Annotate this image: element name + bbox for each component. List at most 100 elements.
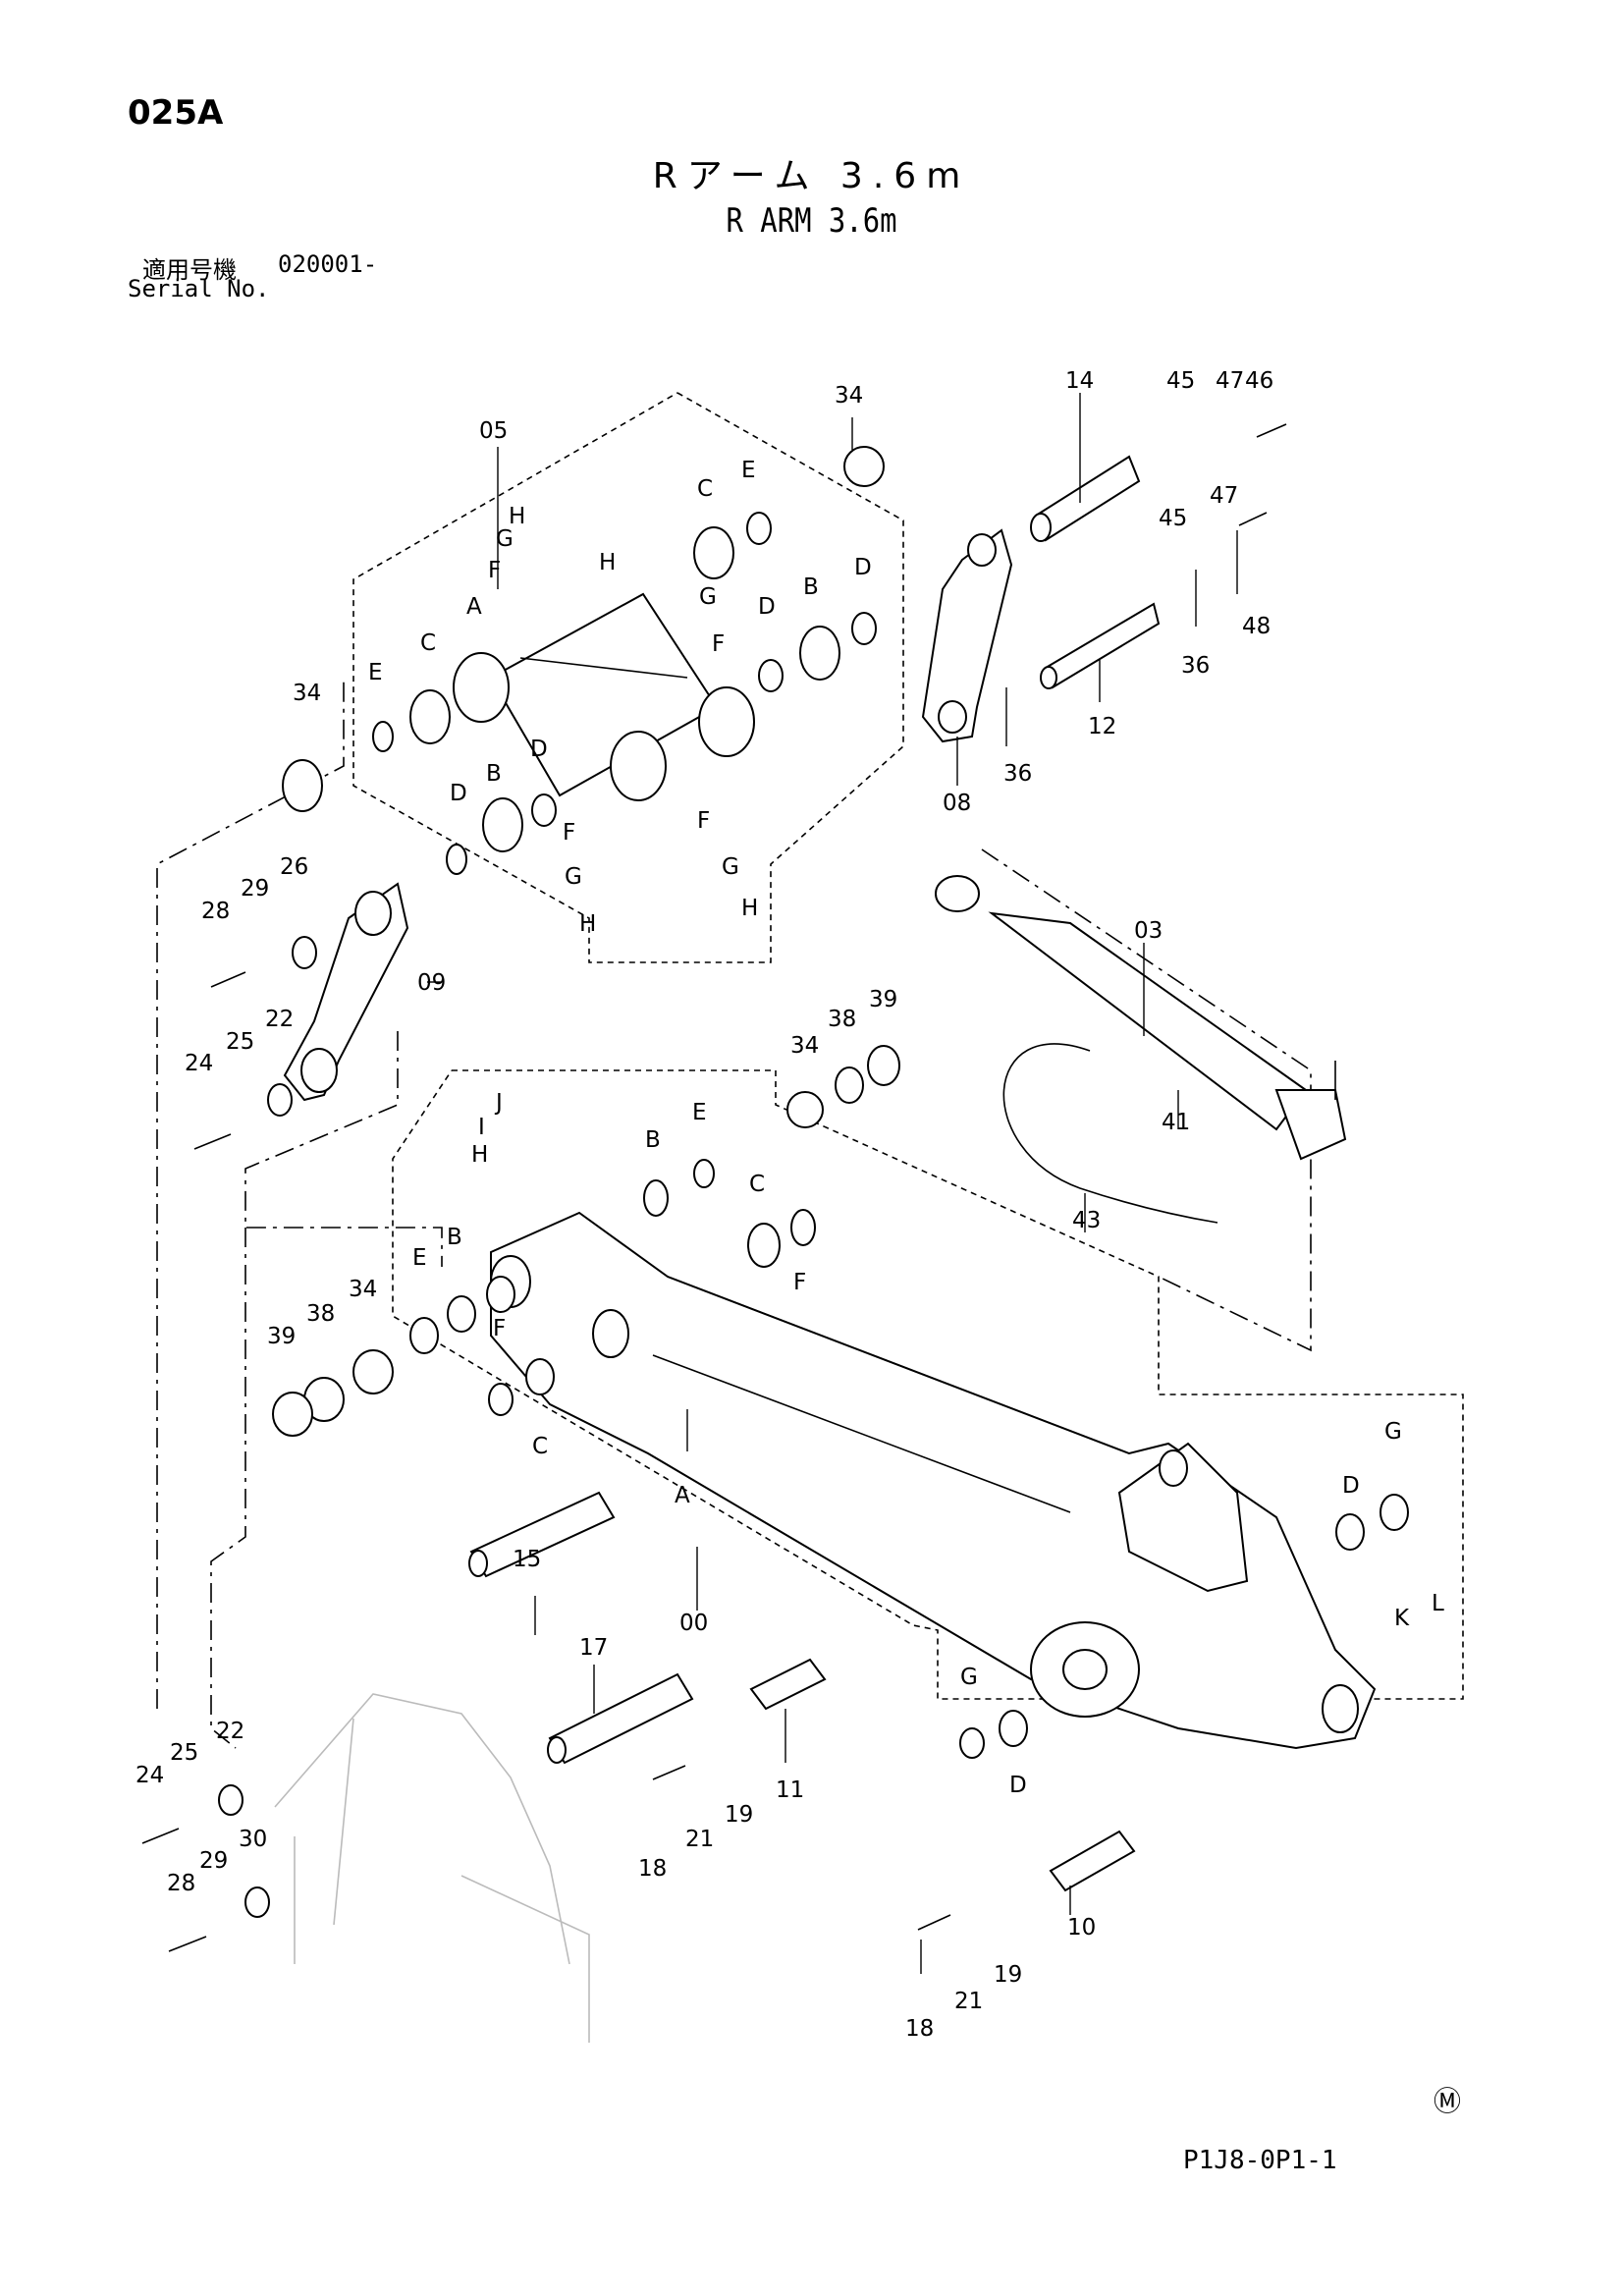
callout-L: L xyxy=(1432,1591,1444,1616)
callout-F-lower-right: F xyxy=(697,808,710,834)
callout-B-top: B xyxy=(803,574,819,600)
hose-43 xyxy=(1002,1043,1218,1224)
link-09 xyxy=(283,882,409,1102)
callout-D-bottom: D xyxy=(1009,1773,1027,1798)
callout-25-lower: 25 xyxy=(170,1740,198,1766)
callout-E-arm-left: E xyxy=(412,1245,427,1271)
title-english: R ARM 3.6m xyxy=(726,201,897,241)
callout-F-top: F xyxy=(488,558,501,583)
group-00-boundary xyxy=(392,1069,1464,1700)
cylinder-link-line xyxy=(981,848,1312,1352)
callout-34-top: 34 xyxy=(835,383,863,409)
callout-H-lower-right: H xyxy=(741,896,758,921)
callout-E-top: E xyxy=(741,458,756,483)
callout-E-left: E xyxy=(368,660,383,685)
callout-08: 08 xyxy=(943,791,971,816)
callout-48: 48 xyxy=(1242,614,1271,639)
callout-10: 10 xyxy=(1067,1915,1096,1941)
serial-number-value: 020001- xyxy=(278,250,378,278)
callout-D-mid: D xyxy=(530,737,548,762)
callout-G-bottom: G xyxy=(960,1665,978,1690)
callout-11: 11 xyxy=(776,1777,804,1803)
callout-H-mid: H xyxy=(599,550,616,575)
callout-21-upper: 21 xyxy=(685,1827,714,1852)
callout-F-arm-top: F xyxy=(793,1270,806,1295)
manufacturer-mark: Ⓜ xyxy=(1434,2085,1462,2117)
callout-22-lower: 22 xyxy=(216,1719,244,1744)
callout-G-right: G xyxy=(1384,1419,1402,1445)
callout-41: 41 xyxy=(1162,1110,1190,1135)
callout-15: 15 xyxy=(513,1547,541,1572)
pin-10 xyxy=(1049,1830,1136,1892)
callout-C-arm-top: C xyxy=(749,1172,765,1197)
pin-17 xyxy=(547,1672,694,1765)
rear-link-line xyxy=(156,678,345,1709)
callout-A-link: A xyxy=(466,594,482,620)
cylinder-03 xyxy=(935,875,1347,1161)
callout-H-lower-left: H xyxy=(579,911,596,937)
callout-34-lower: 34 xyxy=(349,1277,377,1302)
callout-labels: 05 34 14 45 47 46 47 45 48 36 12 08 36 H… xyxy=(135,368,1444,2042)
callout-24-lower: 24 xyxy=(135,1763,164,1788)
arm-body xyxy=(490,1211,1377,1750)
pin-14 xyxy=(1030,455,1141,542)
pin-12 xyxy=(1040,602,1161,689)
callout-B-arm-top: B xyxy=(645,1127,661,1153)
callout-leaders xyxy=(427,393,1238,1974)
callout-09: 09 xyxy=(417,970,446,996)
link-assembly-05 xyxy=(453,592,755,801)
callout-D-mid-left: D xyxy=(450,781,467,806)
pin-15 xyxy=(468,1491,616,1578)
callout-I: I xyxy=(478,1115,485,1140)
callout-47-lower: 47 xyxy=(1210,483,1238,509)
bolts xyxy=(141,423,1287,1952)
callout-B-arm-left: B xyxy=(447,1225,462,1250)
callout-28-lower: 28 xyxy=(167,1871,195,1896)
callout-00: 00 xyxy=(679,1611,708,1636)
callout-17: 17 xyxy=(579,1635,608,1661)
callout-47-upper: 47 xyxy=(1216,368,1244,394)
callout-D-top: D xyxy=(758,594,776,620)
callout-22-upper: 22 xyxy=(265,1007,294,1032)
side-link-line xyxy=(244,1031,443,1267)
title-japanese: Rアーム 3.6m xyxy=(652,156,971,196)
callout-26: 26 xyxy=(280,854,308,880)
callout-19-upper: 19 xyxy=(725,1802,753,1828)
callout-30: 30 xyxy=(239,1827,267,1852)
group-05-boundary xyxy=(352,392,904,963)
callout-28-upper: 28 xyxy=(201,899,230,924)
lower-link-line xyxy=(210,1228,246,1749)
bushings-and-seals xyxy=(218,446,1409,1918)
callout-D-top-right: D xyxy=(854,555,872,580)
callout-A-arm: A xyxy=(675,1483,690,1508)
callout-C-arm-left: C xyxy=(532,1434,548,1459)
callout-G-mid: G xyxy=(699,584,717,610)
callout-19-lower: 19 xyxy=(994,1962,1022,1988)
callout-38-upper: 38 xyxy=(828,1007,856,1032)
callout-G-top: G xyxy=(496,526,514,552)
callout-43: 43 xyxy=(1072,1208,1101,1233)
callout-G-lower-left: G xyxy=(565,864,582,890)
callout-38-lower: 38 xyxy=(306,1301,335,1327)
callout-H-top: H xyxy=(509,504,525,529)
callout-G-lower-right: G xyxy=(722,854,739,880)
serial-label-japanese: 適用号機 xyxy=(142,256,237,284)
callout-46: 46 xyxy=(1245,368,1273,394)
callout-C-top: C xyxy=(697,476,713,502)
callout-H-arm: H xyxy=(471,1142,488,1168)
callout-24-upper: 24 xyxy=(185,1051,213,1076)
callout-C-left: C xyxy=(420,630,436,656)
page-code: 025A xyxy=(128,93,224,133)
callout-F-mid: F xyxy=(712,631,725,657)
callout-29-lower: 29 xyxy=(199,1848,228,1874)
callout-18-lower: 18 xyxy=(905,2016,934,2042)
callout-21-lower: 21 xyxy=(954,1989,983,2014)
callout-34-mid: 34 xyxy=(790,1033,819,1059)
callout-39-lower: 39 xyxy=(267,1324,296,1349)
callout-D-right: D xyxy=(1342,1473,1360,1499)
callout-39-upper: 39 xyxy=(869,987,897,1012)
callout-34-left: 34 xyxy=(293,681,321,706)
callout-F-arm-left: F xyxy=(493,1316,506,1341)
bucket-link-ghost xyxy=(274,1693,590,2043)
